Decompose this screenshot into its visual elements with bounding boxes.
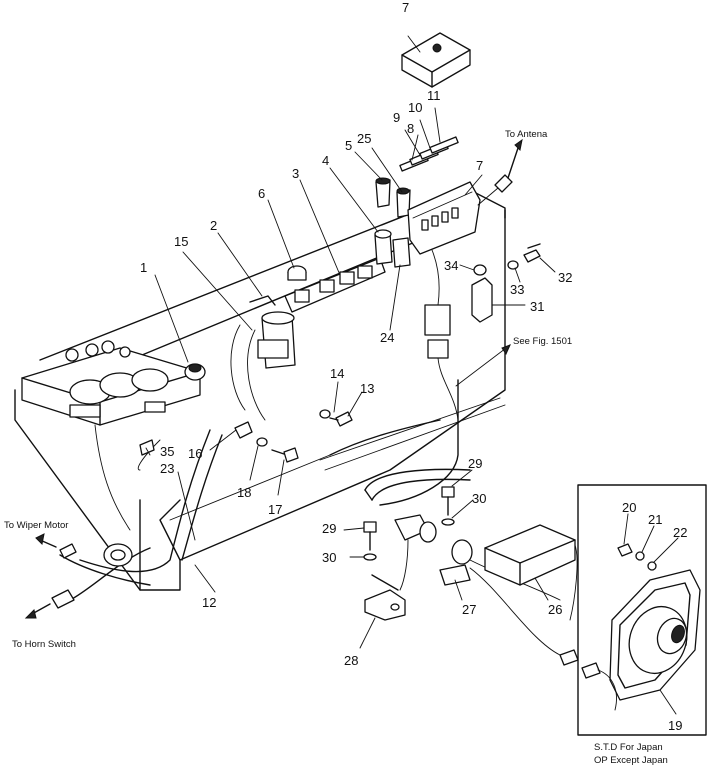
part-5-toggle-knob [375, 177, 391, 208]
to-antena-label: To Antena [505, 129, 548, 140]
callout-18: 18 [237, 485, 251, 500]
part-30-washer-upper [441, 518, 455, 526]
callout-35: 35 [160, 444, 174, 459]
part-33-washer [507, 260, 519, 270]
callout-20: 20 [622, 500, 636, 515]
callout-29-lower: 29 [322, 521, 336, 536]
callout-22: 22 [673, 525, 687, 540]
part-32-bolt [523, 243, 541, 263]
part-28-bracket [364, 574, 406, 621]
dashboard-panel [14, 189, 506, 591]
part-7-cover [401, 32, 471, 88]
callout-33: 33 [510, 282, 524, 297]
part-24-switch [392, 237, 411, 268]
callout-16: 16 [188, 446, 202, 461]
part-20-screw [617, 543, 633, 557]
leader-lines [145, 35, 679, 715]
part-29-bolt-upper [441, 486, 455, 516]
part-19-speaker [609, 569, 701, 701]
callout-7-fuse-box: 7 [476, 158, 483, 173]
part-4-toggle-switch [374, 229, 393, 265]
bracket-pipe [364, 468, 471, 501]
callout-17: 17 [268, 502, 282, 517]
part-22-nut [647, 561, 657, 571]
callout-4: 4 [322, 153, 329, 168]
callout-9: 9 [393, 110, 400, 125]
part-14-washer [319, 409, 331, 419]
callout-25: 25 [357, 131, 371, 146]
callout-15: 15 [174, 234, 188, 249]
callout-14: 14 [330, 366, 344, 381]
callout-30-lower: 30 [322, 550, 336, 565]
speaker-connectors [559, 649, 617, 711]
op-except-japan-label: OP Except Japan [594, 755, 668, 766]
callout-28: 28 [344, 653, 358, 668]
to-horn-switch-label: To Horn Switch [12, 639, 76, 650]
wiper-motor-connector [35, 533, 77, 559]
part-35-clip [139, 439, 155, 456]
callout-31: 31 [530, 299, 544, 314]
callout-26: 26 [548, 602, 562, 617]
part-16-clamp [234, 421, 253, 439]
callout-24: 24 [380, 330, 394, 345]
see-fig-label: See Fig. 1501 [513, 336, 572, 347]
callout-11: 11 [427, 88, 441, 103]
callout-27: 27 [462, 602, 476, 617]
callout-5: 5 [345, 138, 352, 153]
antenna-connector [477, 138, 523, 206]
part-27-bracket [439, 539, 561, 656]
callout-30-upper: 30 [472, 491, 486, 506]
part-29-bolt-lower [363, 521, 377, 551]
callout-23: 23 [160, 461, 174, 476]
instrument-cluster [21, 340, 201, 426]
callout-numbers: 1 2 3 4 5 6 7 7 8 9 10 11 12 13 14 15 16… [140, 0, 687, 733]
callout-19: 19 [668, 718, 682, 733]
std-japan-label: S.T.D For Japan [594, 742, 663, 753]
harness-plug [394, 514, 437, 591]
speaker-inset-box [577, 484, 707, 736]
fuses-8-11 [399, 136, 459, 172]
part-21-washer [635, 551, 645, 561]
part-30-washer-lower [363, 553, 377, 561]
wiring-harness [59, 419, 441, 601]
callout-13: 13 [360, 381, 374, 396]
callout-3: 3 [292, 166, 299, 181]
callout-1: 1 [140, 260, 147, 275]
part-17-bolt [271, 447, 299, 463]
callout-6: 6 [258, 186, 265, 201]
part-7-fuse-box [407, 181, 481, 255]
callout-34: 34 [444, 258, 458, 273]
callout-21: 21 [648, 512, 662, 527]
part-26-amplifier [484, 524, 578, 621]
callout-12: 12 [202, 595, 216, 610]
part-3-relay-block [284, 257, 386, 313]
part-1-switch [184, 363, 206, 381]
captions: To Antena See Fig. 1501 To Wiper Motor T… [4, 129, 668, 766]
part-31-radio-unit [471, 277, 493, 323]
part-34-nut [473, 264, 487, 276]
part-18-washer [256, 437, 268, 447]
callout-32: 32 [558, 270, 572, 285]
callout-7-cover: 7 [402, 0, 409, 15]
part-2-key-switch [230, 295, 296, 421]
horn-switch-connector [24, 589, 75, 619]
callout-29-upper: 29 [468, 456, 482, 471]
to-wiper-motor-label: To Wiper Motor [4, 520, 68, 531]
harness-connector [379, 249, 459, 506]
part-12-grommet [103, 543, 133, 567]
part-6-cap [287, 265, 307, 281]
callout-10: 10 [408, 100, 422, 115]
callout-8: 8 [407, 121, 414, 136]
callout-2: 2 [210, 218, 217, 233]
